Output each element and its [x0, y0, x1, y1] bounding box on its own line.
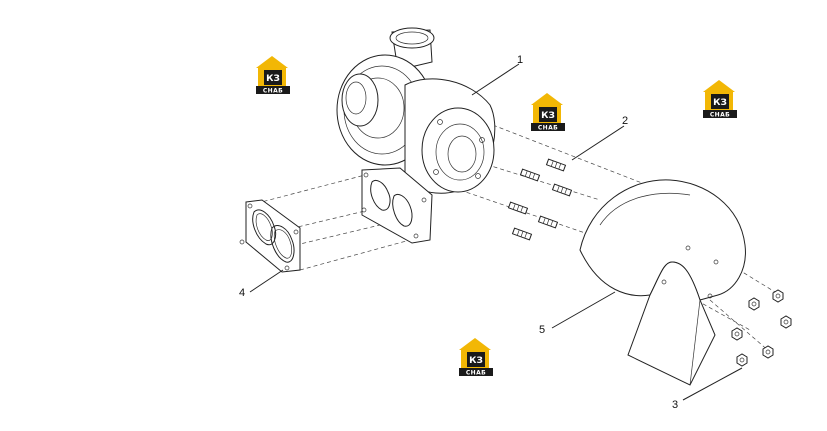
svg-text:СНАБ: СНАБ [710, 112, 730, 119]
watermark-logo-2: КЗ СНАБ [531, 93, 565, 132]
svg-text:СНАБ: СНАБ [466, 370, 486, 377]
callout-2: 2 [622, 115, 628, 127]
callout-3: 3 [672, 399, 678, 411]
nuts-part-3 [731, 289, 792, 367]
watermark-logo-4: КЗ СНАБ [459, 338, 493, 377]
gasket-part-4 [239, 199, 301, 273]
leader-lines [249, 63, 743, 401]
svg-text:КЗ: КЗ [713, 98, 727, 108]
turbocharger-part-1 [336, 27, 496, 244]
svg-text:КЗ: КЗ [266, 74, 280, 84]
studs-part-2 [507, 158, 573, 241]
callout-1: 1 [517, 54, 523, 66]
watermark-logo-3: КЗ СНАБ [703, 80, 737, 119]
svg-text:СНАБ: СНАБ [263, 88, 283, 95]
callout-4: 4 [239, 287, 245, 299]
watermark-logo-1: КЗ СНАБ [256, 56, 290, 95]
heat-shield-part-5 [579, 179, 746, 386]
callout-5: 5 [539, 324, 545, 336]
svg-text:КЗ: КЗ [469, 356, 483, 366]
svg-text:КЗ: КЗ [541, 111, 555, 121]
svg-text:СНАБ: СНАБ [538, 125, 558, 132]
